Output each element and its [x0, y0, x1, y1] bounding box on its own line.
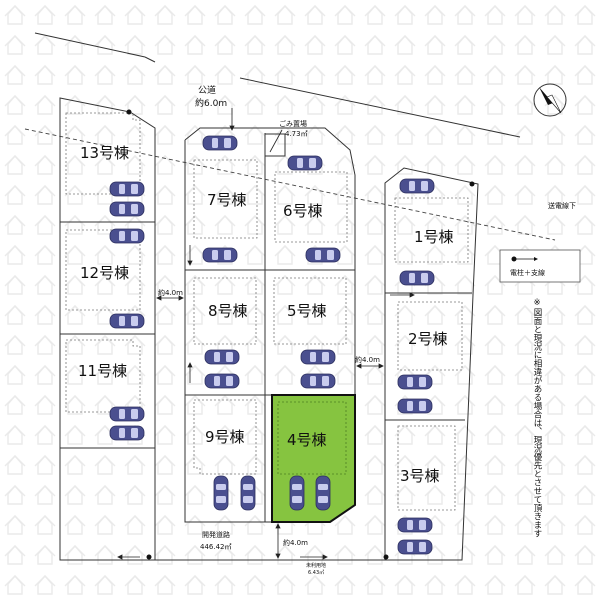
center-block-boundary	[184, 127, 356, 523]
dev-road-area: 446.42㎡	[200, 543, 232, 551]
width-right: 約4.0m	[355, 355, 380, 364]
garbage-area-name: ごみ置場	[279, 119, 307, 128]
garbage-area-size: 4.73㎡	[285, 130, 308, 138]
lot-label-9: 9号棟	[205, 428, 245, 446]
dimension-lines	[156, 295, 384, 559]
power-line-label: 送電線下	[548, 201, 576, 210]
public-road-edges	[34, 32, 521, 138]
lot-4-highlight	[271, 394, 356, 523]
utility-poles	[126, 109, 475, 560]
public-road-width: 約6.0m	[195, 97, 227, 109]
lot-label-8: 8号棟	[208, 302, 248, 320]
legend-label: 電柱＋支線	[510, 268, 545, 277]
unused-land-name: 未利用地	[306, 562, 326, 569]
disclaimer-note: ※図面と現況に相違がある場合は、現況優先とさせて頂きます	[532, 298, 542, 538]
public-road-name: 公道	[198, 84, 216, 96]
dev-road-name: 開発道路	[202, 530, 230, 539]
lot-label-7: 7号棟	[207, 191, 247, 209]
lot-label-11: 11号棟	[78, 362, 127, 380]
lot-label-1: 1号棟	[414, 228, 454, 246]
lot-label-2: 2号棟	[408, 330, 448, 348]
width-left: 約4.0m	[158, 288, 183, 297]
lot-label-12: 12号棟	[80, 264, 129, 282]
left-column-boundary	[59, 97, 156, 561]
right-footprints	[394, 197, 469, 511]
north-arrow-icon	[533, 83, 567, 117]
width-bottom: 約4.0m	[283, 538, 308, 547]
boundary-arrows	[117, 108, 415, 560]
lot-label-5: 5号棟	[287, 302, 327, 320]
unused-land-area: 6.43㎡	[308, 569, 324, 576]
lot-label-13: 13号棟	[80, 144, 129, 162]
lot-label-3: 3号棟	[400, 467, 440, 485]
legend-box	[499, 249, 581, 283]
lot-label-6: 6号棟	[283, 202, 323, 220]
power-line	[24, 128, 556, 241]
center-footprints	[193, 159, 348, 475]
lot-label-4: 4号棟	[287, 431, 327, 449]
